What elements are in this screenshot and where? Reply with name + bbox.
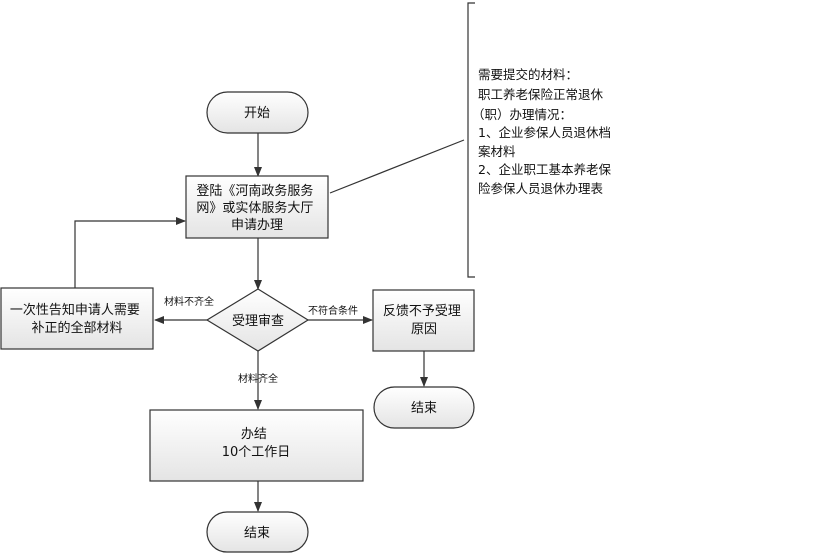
notify-process-box (0, 287, 154, 350)
note-line: 2、企业职工基本养老保 (478, 162, 611, 177)
complete-label-line: 10个工作日 (222, 445, 291, 460)
note-line: （职）办理情况： (472, 107, 572, 122)
connectors (74, 2, 475, 512)
end-reject-label: 结束 (411, 401, 437, 416)
reject-process-box (372, 289, 475, 352)
notify-label-line: 补正的全部材料 (31, 320, 122, 336)
notify-label-line: 一次性告知申请人需要 (10, 302, 140, 318)
apply-label-line: 申请办理 (231, 218, 283, 233)
apply-label-line: 登陆《河南政务服务 (196, 183, 313, 199)
note-bracket (467, 2, 475, 278)
arrow-notify-to-apply (74, 217, 186, 288)
complete-process-box (149, 409, 364, 482)
end-label: 结束 (244, 526, 270, 541)
review-label: 受理审查 (232, 314, 284, 329)
review-decision (205, 288, 310, 352)
note-connector-line (329, 139, 465, 194)
complete-label: 办结 10个工作日 (222, 427, 291, 460)
edge-label-complete: 材料齐全 (238, 372, 278, 385)
note-line: 险参保人员退休办理表 (478, 181, 604, 196)
apply-process-box (185, 175, 329, 239)
apply-label-line: 网》或实体服务大厅 (196, 200, 313, 216)
reject-label-line: 反馈不予受理 (383, 304, 461, 319)
start-terminal (206, 91, 309, 134)
apply-label: 登陆《河南政务服务 网》或实体服务大厅 申请办理 (196, 183, 317, 233)
reject-label: 反馈不予受理 原因 (383, 304, 465, 337)
note-line: 需要提交的材料： (478, 67, 578, 82)
end-terminal (206, 511, 309, 553)
start-label: 开始 (244, 106, 270, 121)
complete-label-line: 办结 (241, 427, 267, 442)
notify-label: 一次性告知申请人需要 补正的全部材料 (10, 302, 144, 336)
end-terminal-reject (373, 386, 475, 429)
materials-note: 需要提交的材料： 职工养老保险正常退休 （职）办理情况： 1、企业参保人员退休档… (472, 67, 615, 196)
edge-label-not-qualified: 不符合条件 (308, 304, 358, 317)
edge-label-incomplete: 材料不齐全 (164, 295, 214, 308)
note-line: 职工养老保险正常退休 (478, 87, 604, 102)
note-line: 1、企业参保人员退休档 (478, 125, 611, 140)
reject-label-line: 原因 (411, 322, 437, 337)
note-line: 案材料 (478, 144, 516, 159)
